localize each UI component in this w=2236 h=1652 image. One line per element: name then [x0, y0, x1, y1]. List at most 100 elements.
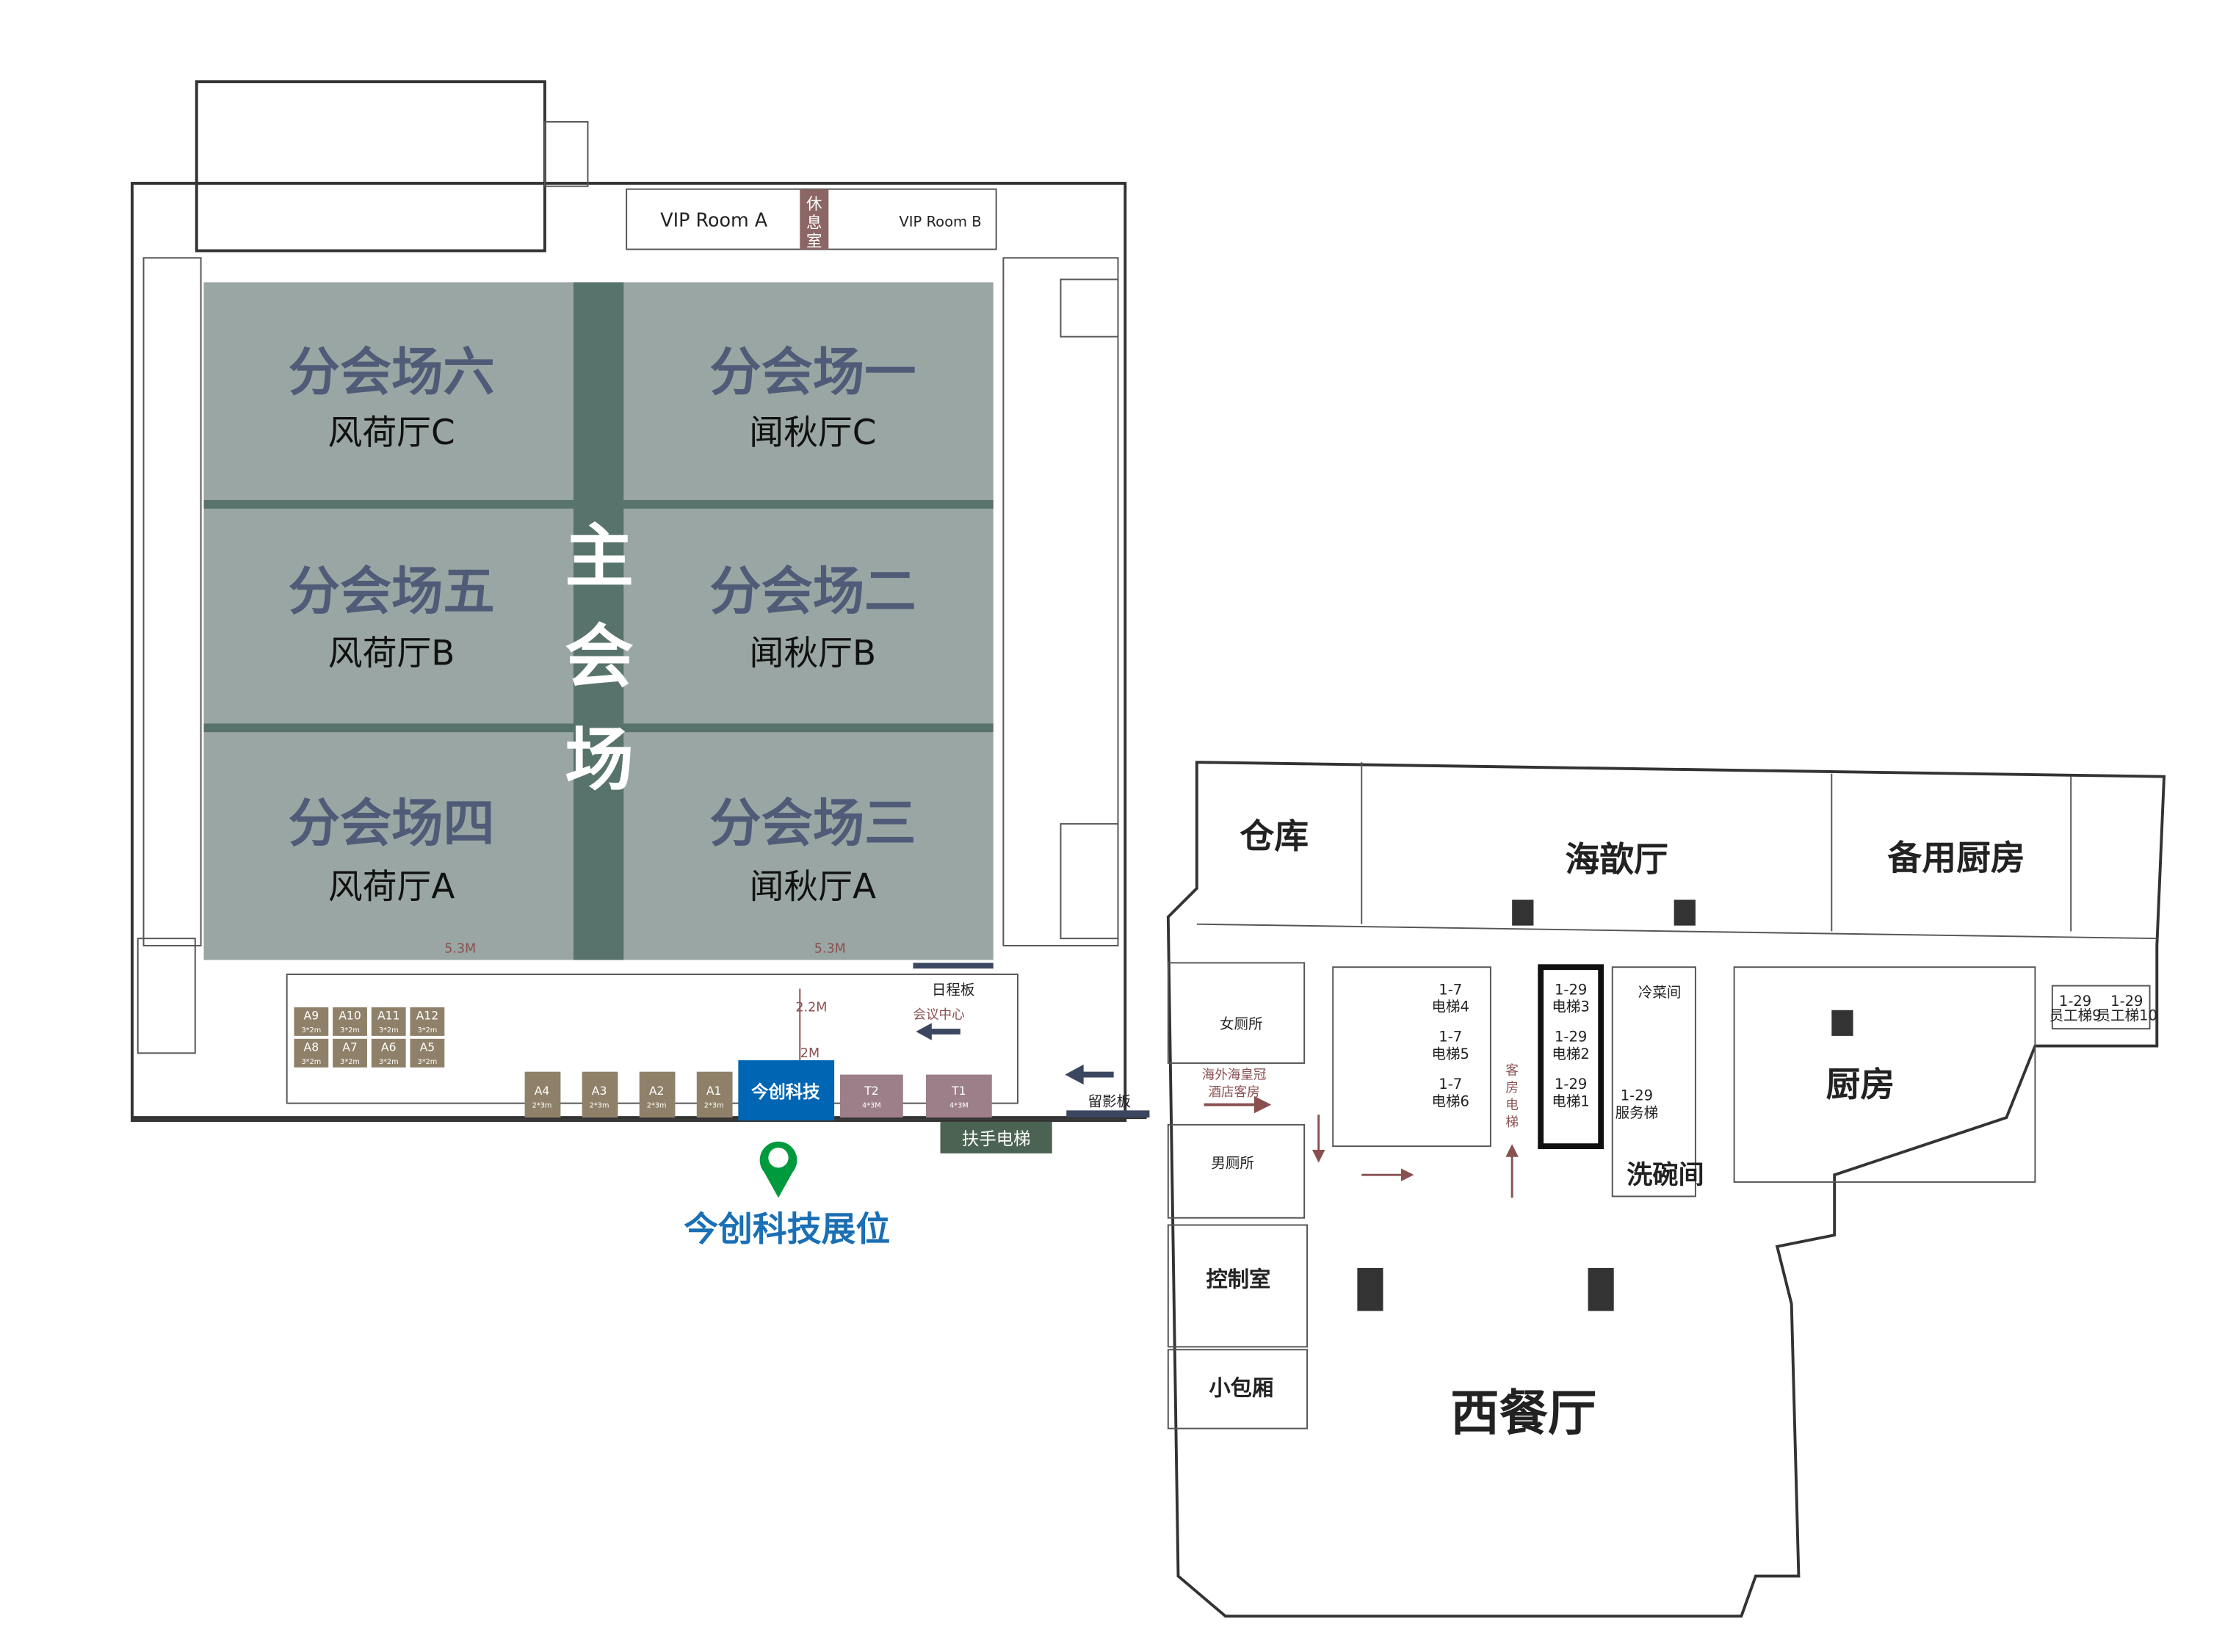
svg-text:3*2m: 3*2m [379, 1026, 399, 1035]
western-restaurant-label[interactable]: 西餐厅 [1450, 1385, 1596, 1442]
svg-text:3*2m: 3*2m [379, 1058, 399, 1066]
control-room-label[interactable]: 控制室 [1206, 1267, 1271, 1291]
svg-text:风荷厅A: 风荷厅A [328, 868, 455, 907]
booth-marker-label: 今创科技展位 [684, 1210, 890, 1250]
kitchen-label[interactable]: 厨房 [1826, 1065, 1895, 1105]
svg-text:电梯1: 电梯1 [1552, 1093, 1589, 1110]
booth-a8[interactable]: A8 3*2m [294, 1038, 329, 1068]
main-hall-label: 会 [565, 617, 634, 698]
svg-text:1-7: 1-7 [1439, 1076, 1462, 1093]
main-hall-label: 主 [565, 517, 634, 597]
booth-a12[interactable]: A12 3*2m [410, 1007, 445, 1036]
svg-text:1-29: 1-29 [1555, 1029, 1587, 1046]
vip-room-a[interactable]: VIP Room A [660, 209, 767, 231]
svg-text:电梯2: 电梯2 [1552, 1046, 1589, 1062]
lounge-label: 休 [806, 195, 822, 214]
svg-text:4*3M: 4*3M [949, 1101, 969, 1109]
svg-text:3*2m: 3*2m [418, 1026, 438, 1035]
booth-a9[interactable]: A9 3*2m [294, 1007, 329, 1036]
svg-text:2*3m: 2*3m [647, 1101, 667, 1109]
svg-text:A1: A1 [706, 1084, 722, 1098]
booth-a5[interactable]: A53*2m [410, 1038, 445, 1068]
svg-text:1-29: 1-29 [2110, 993, 2143, 1010]
guest-elevator-label: 房 [1505, 1081, 1519, 1095]
vip-area: VIP Room A 休 息 室 VIP Room B [626, 188, 997, 251]
booth-a2[interactable]: A22*3m [639, 1071, 676, 1118]
conference-center-label: 会议中心 [913, 1007, 964, 1022]
booth-a3[interactable]: A32*3m [582, 1071, 618, 1118]
svg-text:A8: A8 [304, 1040, 319, 1054]
map-pin-icon[interactable] [759, 1141, 797, 1198]
svg-text:3*2m: 3*2m [301, 1058, 321, 1066]
dimension-label: 5.3M [814, 942, 846, 957]
booth-a6[interactable]: A6 3*2m [371, 1038, 406, 1068]
guest-elevator-label: 电 [1505, 1098, 1519, 1112]
arrow-left-icon [916, 1023, 960, 1040]
dimension-label: 2.2M [795, 1001, 827, 1015]
svg-text:A10: A10 [339, 1009, 361, 1022]
svg-text:分会场一: 分会场一 [709, 342, 916, 402]
men-restroom-label[interactable]: 男厕所 [1211, 1154, 1254, 1171]
svg-text:风荷厅C: 风荷厅C [328, 413, 455, 453]
schedule-board-label: 日程板 [932, 981, 975, 998]
women-restroom-label[interactable]: 女厕所 [1220, 1015, 1263, 1032]
booth-t1[interactable]: T1 4*3M [926, 1074, 992, 1118]
banquet-hall-label[interactable]: 海歆厅 [1565, 840, 1668, 880]
svg-text:A6: A6 [381, 1040, 397, 1054]
guest-elevator-label: 梯 [1505, 1115, 1519, 1130]
booth-a1[interactable]: A1 2*3m [696, 1071, 733, 1118]
svg-text:闻秋厅B: 闻秋厅B [750, 634, 877, 673]
escalator[interactable]: 扶手电梯 [940, 1121, 1052, 1153]
backup-kitchen-label[interactable]: 备用厨房 [1887, 839, 2025, 879]
hotel-wing [1166, 761, 2166, 1618]
svg-text:分会场六: 分会场六 [289, 342, 495, 402]
lounge-label: 室 [806, 233, 822, 251]
dimension-label: 2M [800, 1046, 819, 1061]
private-room-label[interactable]: 小包厢 [1209, 1376, 1273, 1401]
svg-text:T1: T1 [951, 1084, 966, 1098]
cold-dish-room-label[interactable]: 冷菜间 [1638, 984, 1682, 1001]
svg-text:1-7: 1-7 [1439, 981, 1462, 998]
warehouse-label[interactable]: 仓库 [1240, 817, 1309, 857]
svg-text:分会场五: 分会场五 [289, 561, 495, 621]
svg-text:A12: A12 [416, 1009, 439, 1022]
svg-text:2*3m: 2*3m [704, 1101, 724, 1109]
vip-room-b[interactable]: VIP Room B [899, 213, 981, 230]
svg-text:1-29: 1-29 [1555, 1076, 1587, 1093]
svg-text:闻秋厅C: 闻秋厅C [749, 413, 876, 453]
lounge[interactable] [800, 189, 829, 250]
booth-t2[interactable]: T24*3M [839, 1074, 903, 1118]
booth-a7[interactable]: A73*2m [333, 1038, 367, 1068]
svg-text:A7: A7 [342, 1040, 358, 1054]
svg-text:1-29: 1-29 [2059, 993, 2091, 1010]
svg-text:电梯3: 电梯3 [1552, 999, 1589, 1015]
svg-text:电梯4: 电梯4 [1432, 999, 1469, 1015]
svg-text:A9: A9 [304, 1009, 319, 1022]
booth-a4[interactable]: A42*3m [524, 1071, 561, 1118]
dishwashing-label[interactable]: 洗碗间 [1627, 1160, 1704, 1190]
svg-text:电梯5: 电梯5 [1432, 1046, 1469, 1062]
lounge-label: 息 [806, 214, 822, 232]
booth-highlight[interactable]: 今创科技 [738, 1060, 835, 1121]
svg-text:3*2m: 3*2m [301, 1026, 321, 1035]
main-hall[interactable] [573, 282, 624, 960]
